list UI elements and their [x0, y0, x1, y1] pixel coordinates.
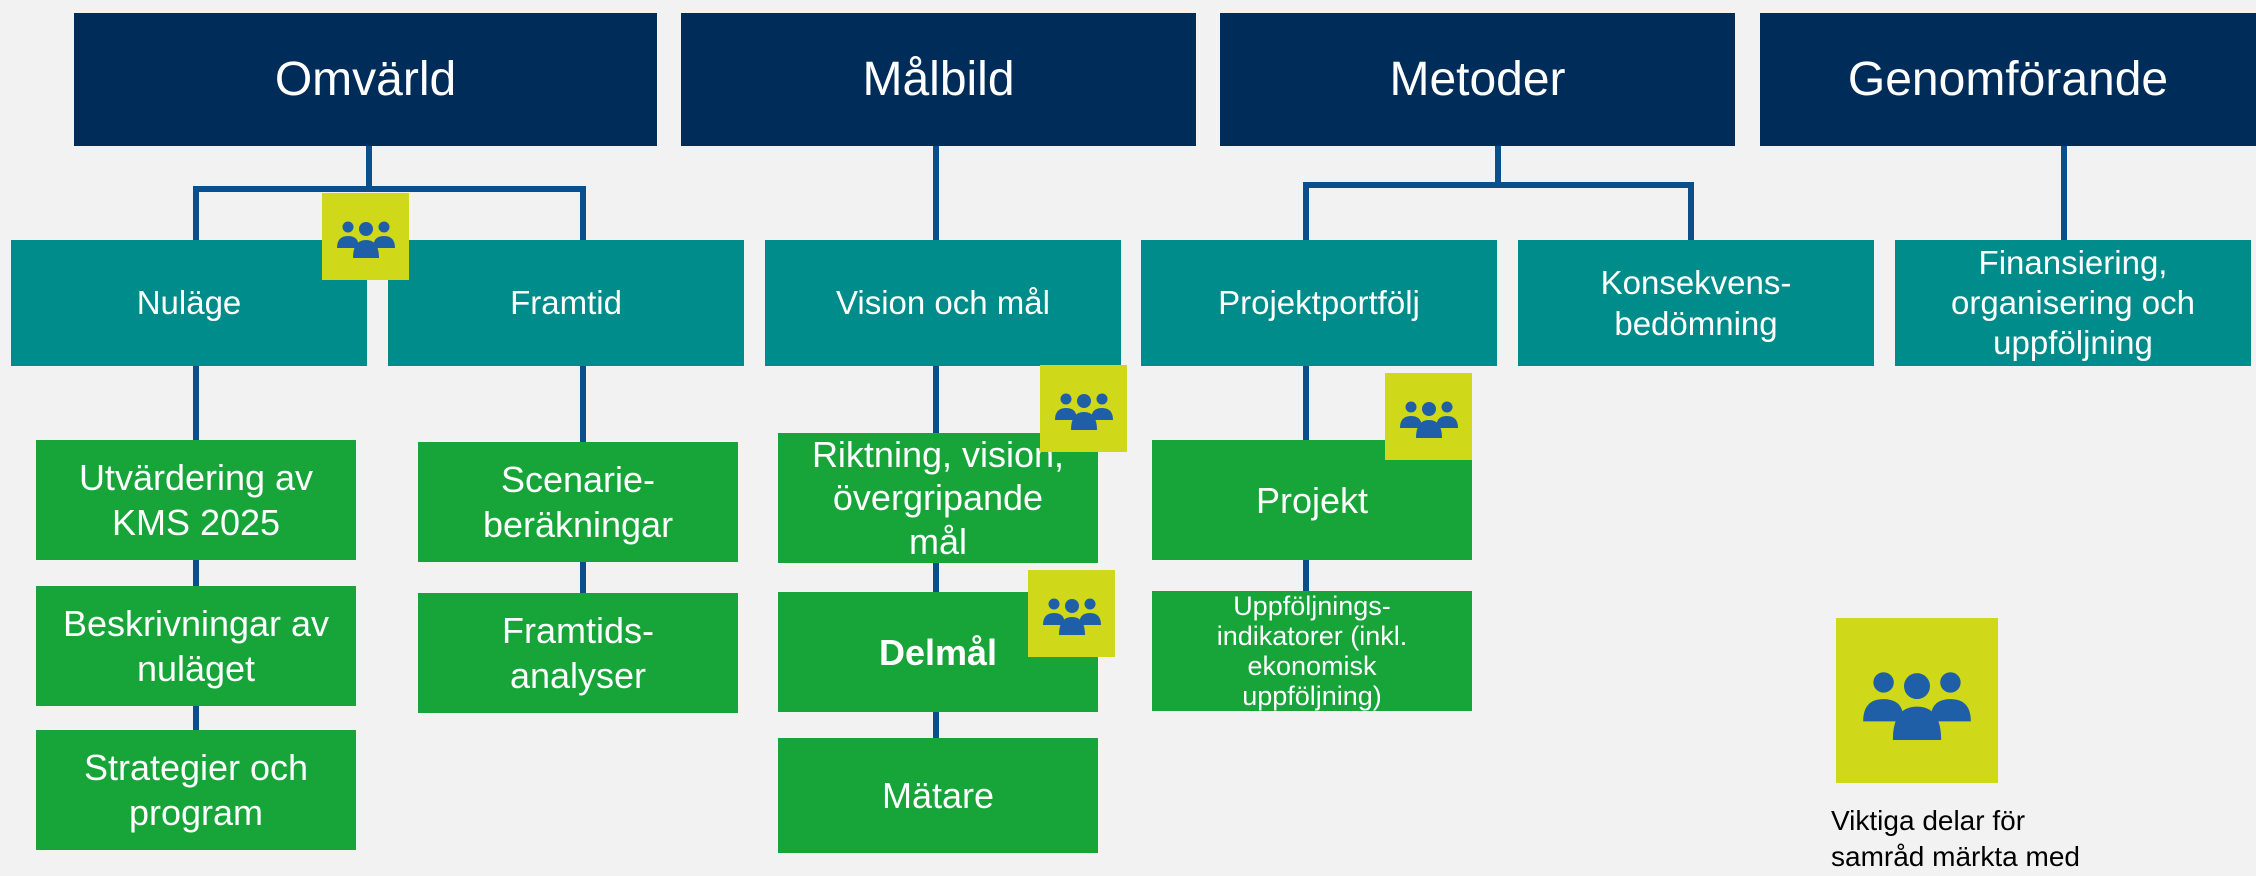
connector: [1688, 182, 1694, 240]
leaf-utvardering: Utvärdering av KMS 2025: [36, 440, 356, 560]
legend-badge: [1836, 618, 1998, 783]
leaf-uppfoljningsindikatorer: Uppföljnings- indikatorer (inkl. ekonomi…: [1152, 591, 1472, 711]
connector: [580, 186, 586, 240]
leaf-matare: Mätare: [778, 738, 1098, 853]
connector: [1495, 146, 1501, 186]
people-group-icon: [1863, 671, 1971, 740]
people-group-icon: [1054, 393, 1113, 430]
connector: [1303, 182, 1309, 240]
people-group-icon: [336, 221, 395, 258]
people-group-icon: [1042, 598, 1101, 635]
consultation-badge: [322, 193, 409, 280]
leaf-riktning: Riktning, vision, övergripande mål: [778, 433, 1098, 563]
header-genomforande: Genomförande: [1760, 13, 2256, 146]
connector: [366, 146, 372, 190]
legend-text: Viktiga delar för samråd märkta med: [1831, 805, 2080, 873]
people-group-icon: [1399, 401, 1458, 438]
consultation-badge: [1028, 570, 1115, 657]
connector: [933, 146, 939, 240]
leaf-strategier: Strategier och program: [36, 730, 356, 850]
consultation-badge: [1385, 373, 1472, 460]
connector: [2061, 146, 2067, 240]
header-omvarld: Omvärld: [74, 13, 657, 146]
connector: [193, 186, 586, 192]
connector: [1303, 182, 1694, 188]
leaf-scenarieberakningar: Scenarie- beräkningar: [418, 442, 738, 562]
node-konsekvensbedomning: Konsekvens- bedömning: [1518, 240, 1874, 366]
header-malbild: Målbild: [681, 13, 1196, 146]
connector: [193, 186, 199, 240]
node-vision-och-mal: Vision och mål: [765, 240, 1121, 366]
node-finansiering: Finansiering, organisering och uppföljni…: [1895, 240, 2251, 366]
node-projektportfolj: Projektportfölj: [1141, 240, 1497, 366]
consultation-badge: [1040, 365, 1127, 452]
leaf-framtidsanalyser: Framtids- analyser: [418, 593, 738, 713]
node-framtid: Framtid: [388, 240, 744, 366]
header-metoder: Metoder: [1220, 13, 1735, 146]
leaf-projekt: Projekt: [1152, 440, 1472, 560]
leaf-beskrivningar: Beskrivningar av nuläget: [36, 586, 356, 706]
node-nulage: Nuläge: [11, 240, 367, 366]
